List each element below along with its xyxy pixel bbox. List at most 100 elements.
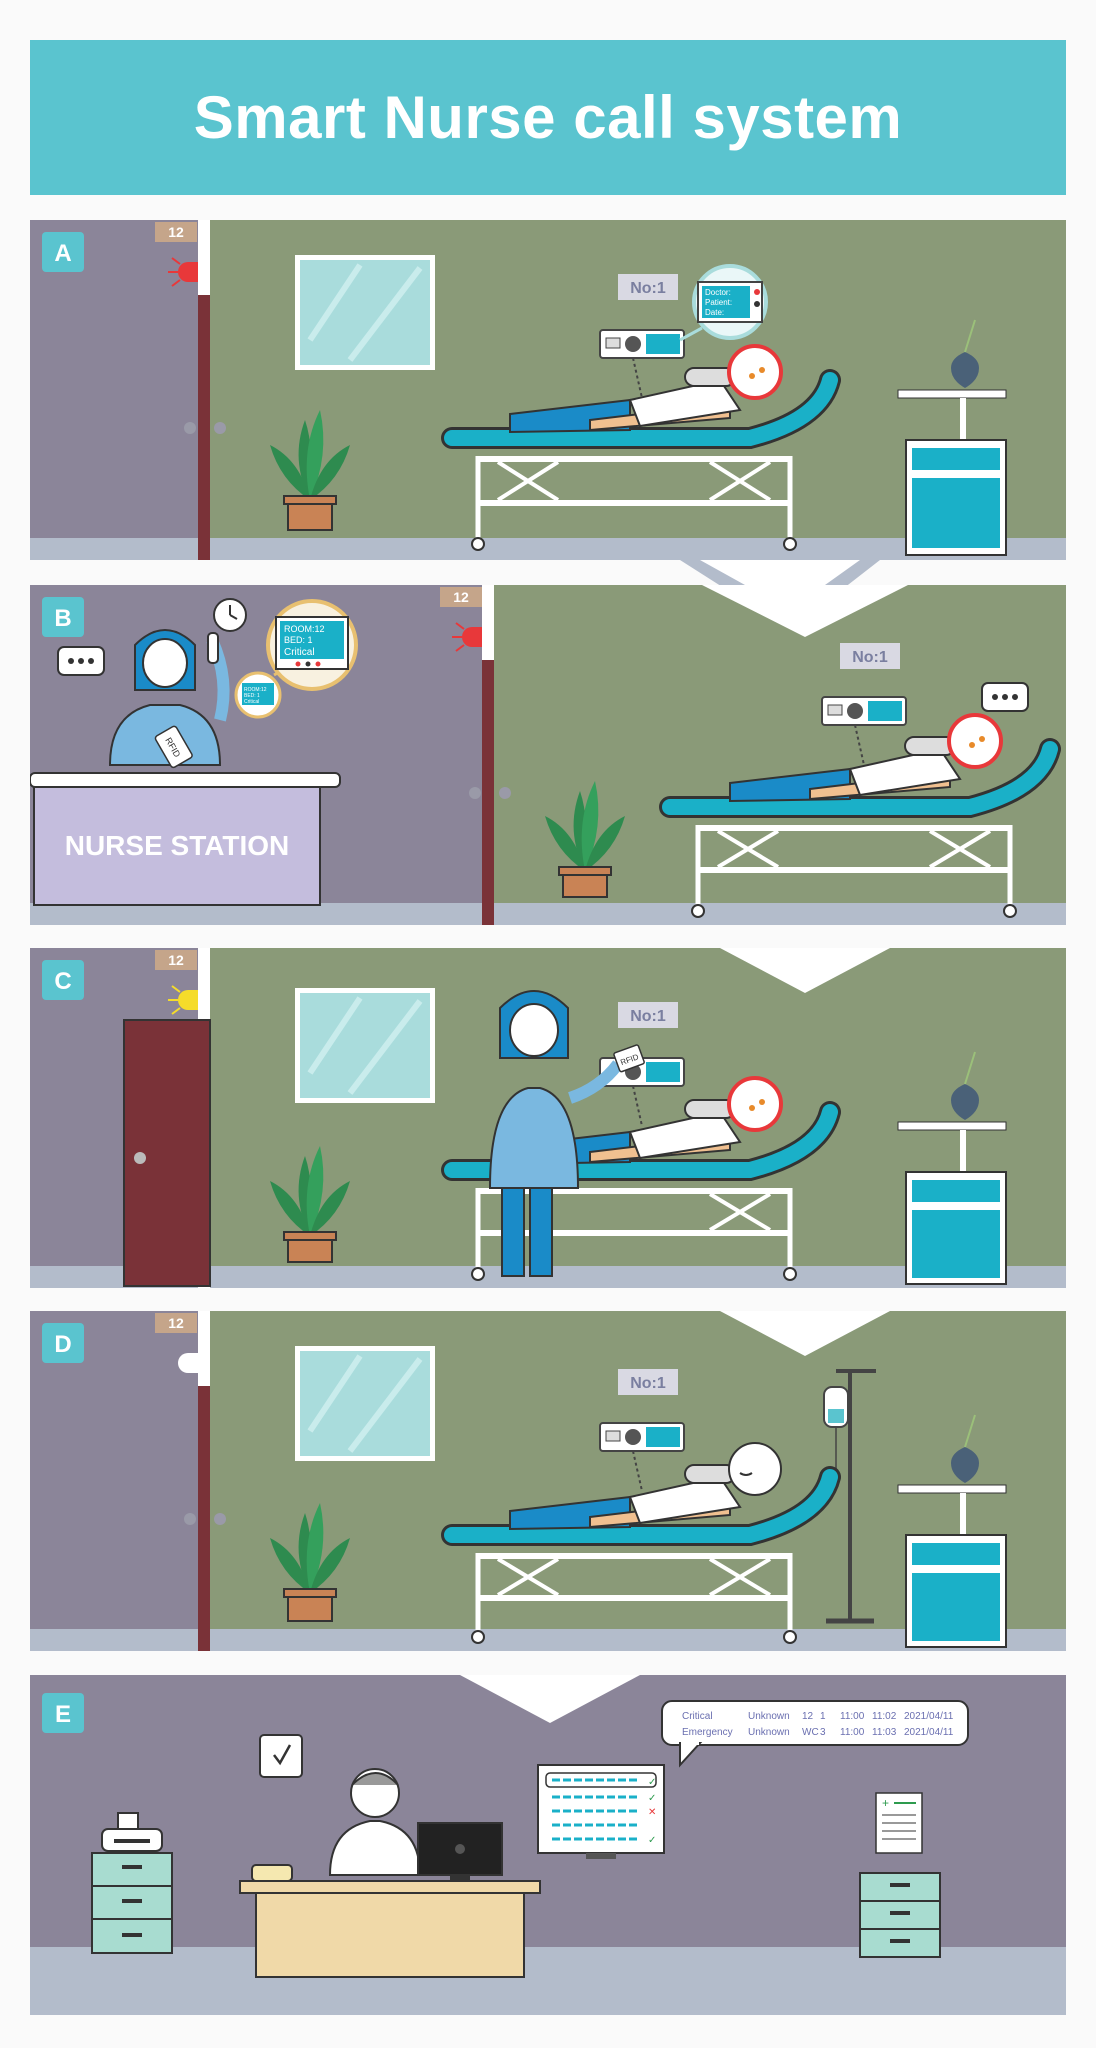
svg-text:✓: ✓ — [648, 1835, 656, 1846]
step-badge: E — [42, 1693, 84, 1733]
step-badge: A — [42, 232, 84, 272]
svg-text:D: D — [54, 1331, 71, 1358]
svg-text:Unknown: Unknown — [748, 1727, 790, 1738]
svg-text:Critical: Critical — [682, 1711, 713, 1722]
device-display-icon: Doctor: Patient: Date: — [679, 264, 768, 342]
title-banner: Smart Nurse call system — [30, 40, 1066, 195]
panel-c: 12 C — [30, 948, 1066, 1288]
svg-text:WC: WC — [802, 1727, 819, 1738]
file-cabinet-icon — [91, 1852, 173, 1954]
wall-monitor-icon: ✓ ✓ ✕ ✓ — [537, 1764, 665, 1859]
plant-icon — [545, 781, 625, 898]
svg-text:Critical: Critical — [244, 699, 259, 705]
status-light-icon — [168, 985, 198, 1015]
svg-text:Critical: Critical — [284, 647, 315, 658]
svg-text:ROOM:12: ROOM:12 — [284, 624, 325, 634]
speech-bubble-icon — [981, 682, 1029, 712]
svg-text:Doctor:: Doctor: — [705, 288, 731, 297]
window-icon — [295, 988, 435, 1103]
svg-text:2021/04/11: 2021/04/11 — [904, 1711, 954, 1722]
nurse-icon: RFID — [108, 629, 230, 769]
nightstand-icon — [897, 1414, 1007, 1648]
svg-text:B: B — [54, 605, 71, 632]
medical-chart-icon: + — [875, 1792, 923, 1854]
panel-d: 12 D — [30, 1311, 1066, 1651]
iv-drip-icon — [823, 1369, 876, 1624]
bed-number: No:1 — [852, 649, 888, 666]
room-plate: 12 — [155, 222, 197, 242]
plant-icon — [270, 410, 350, 531]
hospital-bed-icon — [441, 1466, 841, 1644]
hospital-bed-icon — [659, 738, 1061, 918]
page-title: Smart Nurse call system — [193, 84, 903, 151]
window-icon — [295, 255, 435, 370]
call-device-icon — [599, 1422, 685, 1492]
svg-text:✕: ✕ — [648, 1807, 656, 1818]
hospital-bed-icon — [441, 1101, 841, 1281]
svg-text:Date:: Date: — [705, 308, 724, 317]
svg-text:11:00: 11:00 — [840, 1711, 865, 1722]
telephone-icon — [251, 1864, 293, 1882]
svg-text:11:03: 11:03 — [872, 1727, 897, 1738]
svg-text:12: 12 — [802, 1711, 814, 1722]
doctor-icon — [328, 1768, 422, 1876]
room-plate: 12 — [155, 950, 197, 970]
panel-a: 12 A — [30, 220, 1066, 560]
log-row: Emergency Unknown WC 3 11:00 11:03 2021/… — [682, 1727, 954, 1738]
door-icon — [123, 1019, 211, 1287]
svg-text:11:00: 11:00 — [840, 1727, 865, 1738]
svg-text:1: 1 — [820, 1711, 826, 1722]
call-device-icon — [599, 329, 685, 399]
speech-bubble-icon — [57, 646, 105, 676]
nightstand-icon — [897, 319, 1007, 556]
nurse-station-desk: NURSE STATION — [30, 772, 341, 906]
desk-icon — [239, 1880, 541, 1978]
svg-text:Emergency: Emergency — [682, 1727, 733, 1738]
svg-text:ROOM:12: ROOM:12 — [244, 687, 267, 693]
room-plate: 12 — [440, 587, 482, 607]
computer-icon — [417, 1822, 503, 1883]
bed-number: No:1 — [630, 1008, 666, 1025]
bed-number: No:1 — [630, 280, 666, 297]
step-badge: B — [42, 597, 84, 637]
room-number: 12 — [168, 1315, 184, 1331]
patient-icon — [509, 344, 783, 434]
room-plate: 12 — [155, 1313, 197, 1333]
hospital-bed-icon — [441, 369, 841, 551]
alert-screen-icon: ROOM:12 BED: 1 Critical ROOM:12 BED: 1 C… — [234, 599, 358, 719]
panel-e: E Critical Unknown 12 1 11:00 11:02 2021… — [30, 1675, 1066, 2015]
svg-text:3: 3 — [820, 1727, 826, 1738]
panel-b: 12 B — [30, 585, 1066, 925]
svg-text:BED: 1: BED: 1 — [284, 635, 313, 645]
log-row: Critical Unknown 12 1 11:00 11:02 2021/0… — [682, 1711, 954, 1722]
svg-text:11:02: 11:02 — [872, 1711, 897, 1722]
bed-number: No:1 — [630, 1375, 666, 1392]
svg-text:C: C — [54, 968, 71, 995]
status-light-off-icon — [178, 1353, 198, 1373]
nightstand-icon — [897, 1051, 1007, 1285]
call-log-popup: Critical Unknown 12 1 11:00 11:02 2021/0… — [661, 1700, 969, 1768]
nurse-icon: RFID — [488, 990, 645, 1277]
svg-text:✓: ✓ — [648, 1793, 656, 1804]
window-icon — [295, 1346, 435, 1461]
svg-text:BED: 1: BED: 1 — [244, 693, 260, 699]
alarm-light-icon — [168, 257, 198, 287]
call-device-icon — [821, 696, 907, 766]
clock-icon — [259, 1734, 303, 1778]
alarm-light-icon — [452, 622, 482, 652]
file-cabinet-icon — [859, 1872, 941, 1958]
patient-resting-icon — [509, 1442, 782, 1531]
clock-icon — [213, 598, 247, 632]
room-number: 12 — [453, 589, 469, 605]
svg-text:+: + — [882, 1796, 889, 1810]
svg-text:A: A — [54, 240, 71, 267]
printer-icon — [101, 1812, 163, 1852]
svg-text:Unknown: Unknown — [748, 1711, 790, 1722]
plant-icon — [270, 1146, 350, 1263]
svg-text:2021/04/11: 2021/04/11 — [904, 1727, 954, 1738]
room-number: 12 — [168, 224, 184, 240]
room-number: 12 — [168, 952, 184, 968]
step-badge: D — [42, 1323, 84, 1363]
plant-icon — [270, 1503, 350, 1622]
